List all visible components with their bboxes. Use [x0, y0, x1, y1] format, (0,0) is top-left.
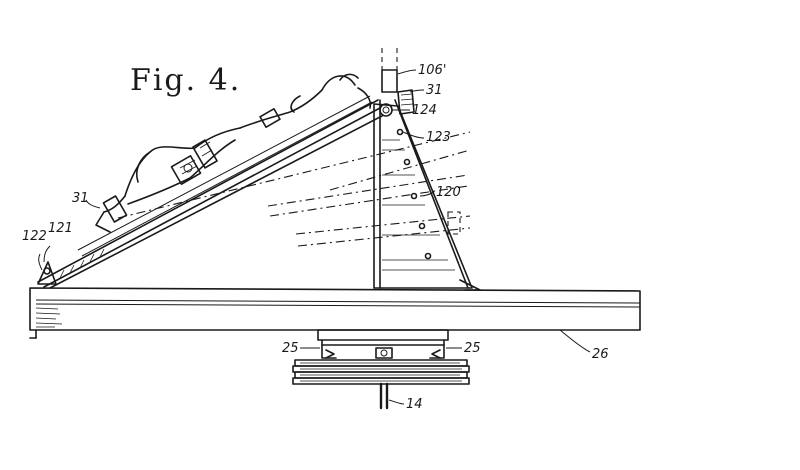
label-26: 26 [592, 347, 609, 362]
support-column [373, 48, 481, 291]
label-122: 122 [22, 229, 47, 244]
patient-figure [95, 73, 372, 233]
label-123: 123 [426, 130, 451, 145]
label-121: 121 [48, 221, 73, 236]
incline-board [37, 95, 383, 289]
main-beam [29, 287, 641, 339]
label-124: 124 [412, 103, 437, 118]
figure-title: Fig. 4. [130, 63, 241, 98]
mount-bracket [317, 329, 449, 359]
leader-lines [38, 69, 591, 405]
label-25-left: 25 [282, 341, 299, 356]
label-31-left: 31 [72, 191, 89, 206]
phantom-lines [117, 131, 471, 247]
label-25-right: 25 [464, 341, 481, 356]
pivot-bracket [37, 261, 57, 285]
pulley-stack [292, 359, 470, 410]
label-31-top: 31 [426, 83, 443, 98]
label-106: 106' [418, 63, 446, 78]
label-14: 14 [406, 397, 423, 412]
label-120: 120 [436, 185, 461, 200]
